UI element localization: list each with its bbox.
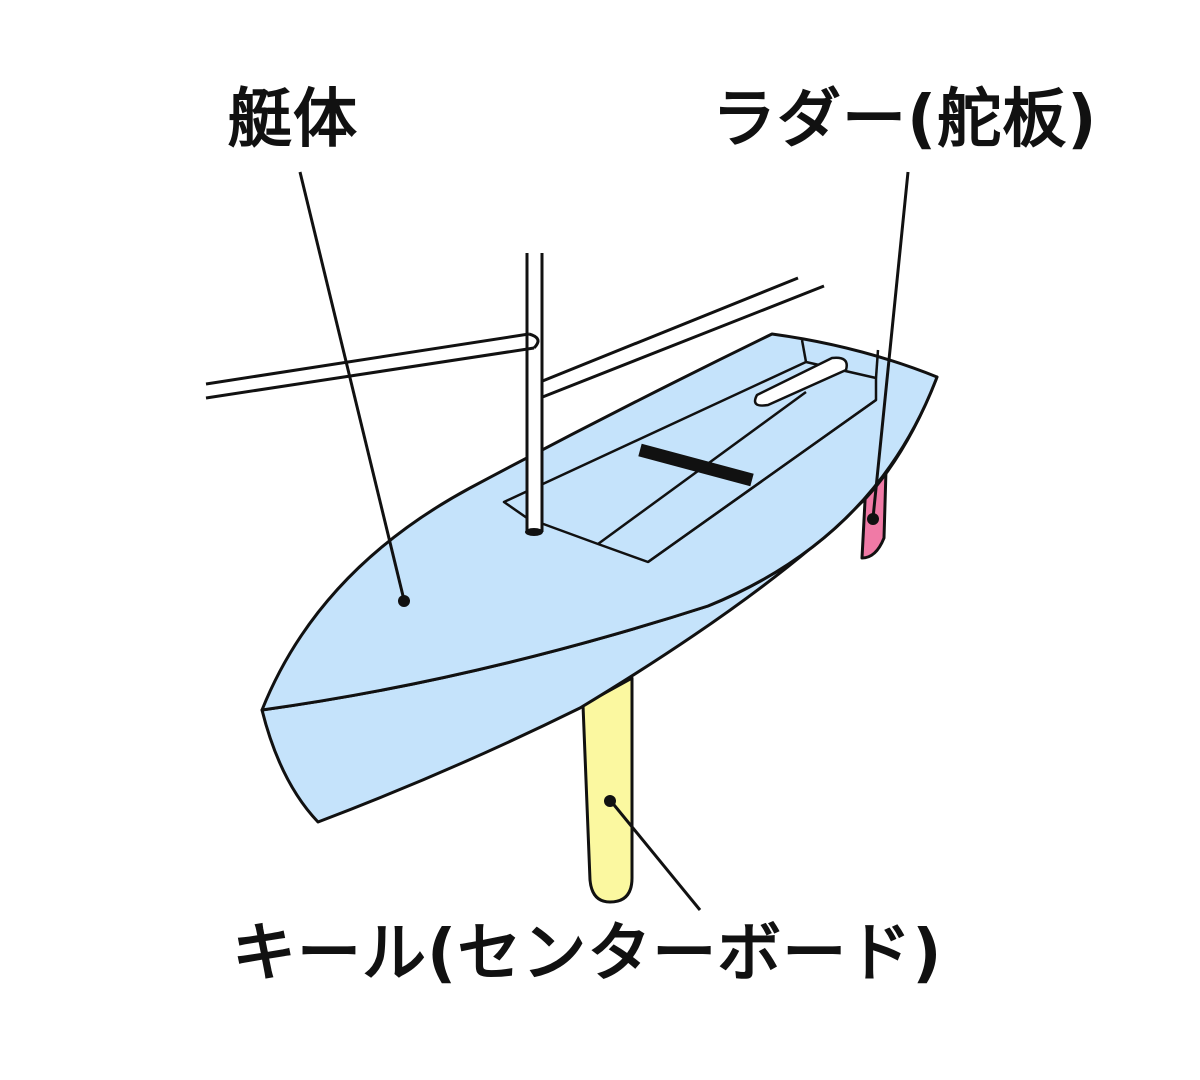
rudder-leader: [867, 171, 910, 525]
keel-leader: [604, 795, 702, 911]
boom: [539, 276, 825, 400]
mast: [525, 253, 544, 536]
transom-edge: [800, 339, 880, 379]
keel-centerboard: [581, 676, 634, 904]
hull-label: 艇体: [228, 83, 358, 157]
gaff-spar: [205, 332, 540, 400]
hull-leader: [298, 171, 410, 607]
thwart: [638, 443, 754, 487]
tiller: [753, 356, 848, 407]
keel-label: キール(センターボード): [232, 917, 943, 991]
rudder-label: ラダー(舵板): [712, 83, 1098, 157]
